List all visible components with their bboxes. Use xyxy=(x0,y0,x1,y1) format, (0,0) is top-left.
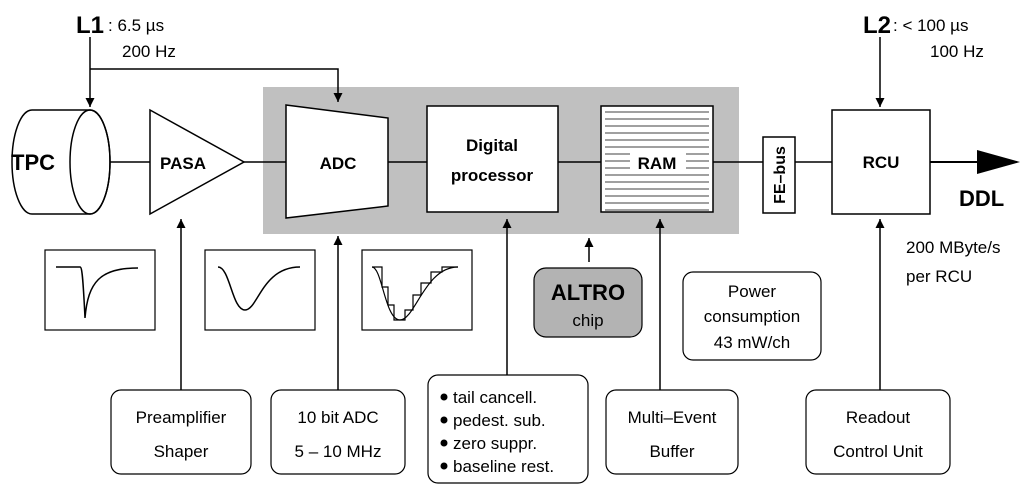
digital-processor-label-1: Digital xyxy=(466,136,518,155)
rcu-desc-line-1: Readout xyxy=(846,408,911,427)
shaped-waveform xyxy=(217,266,301,311)
l1-latency: : 6.5 µs xyxy=(108,16,164,35)
tpc-label: TPC xyxy=(11,150,55,175)
shaped-waveform-box xyxy=(204,249,316,331)
altro-sub-label: chip xyxy=(572,311,603,330)
bullet xyxy=(440,462,448,470)
bullet xyxy=(440,393,448,401)
altro-label: ALTRO xyxy=(551,280,625,305)
pulse-waveform xyxy=(56,266,139,319)
digitized-waveform-box xyxy=(361,249,473,331)
l2-rate: 100 Hz xyxy=(930,42,984,61)
power-line-1: Power xyxy=(728,282,777,301)
rcu-desc-box xyxy=(805,389,951,475)
processor-desc-item: baseline rest. xyxy=(453,457,554,476)
l2-label: L2 xyxy=(863,12,891,39)
power-line-3: 43 mW/ch xyxy=(714,333,791,352)
l1-label: L1 xyxy=(76,12,104,39)
pasa-block xyxy=(149,108,246,216)
adc-desc-line-1: 10 bit ADC xyxy=(297,408,378,427)
rcu-block xyxy=(831,109,931,215)
buffer-desc-box xyxy=(605,389,739,475)
adc-block xyxy=(285,104,389,219)
rcu-desc-line-2: Control Unit xyxy=(833,442,923,461)
ram-label: RAM xyxy=(638,154,677,173)
digitized-steps xyxy=(372,266,458,321)
adc-desc-line-2: 5 – 10 MHz xyxy=(295,442,382,461)
pasa-label: PASA xyxy=(160,154,206,173)
processor-desc-box xyxy=(427,374,589,484)
digital-processor-block xyxy=(426,105,559,213)
fe-bus-block xyxy=(762,136,796,214)
rcu-label: RCU xyxy=(863,153,900,172)
pasa-desc-line-1: Preamplifier xyxy=(136,408,227,427)
tpc-cylinder: TPC xyxy=(11,109,111,215)
pasa-desc-line-2: Shaper xyxy=(154,442,209,461)
l1-to-adc-line xyxy=(90,68,343,102)
pasa-desc-box xyxy=(110,389,252,475)
bullet xyxy=(440,439,448,447)
buffer-desc-line-1: Multi–Event xyxy=(628,408,717,427)
power-box xyxy=(682,271,822,361)
digital-processor-label-2: processor xyxy=(451,166,534,185)
processor-desc-item: tail cancell. xyxy=(453,388,537,407)
l1-rate: 200 Hz xyxy=(122,42,176,61)
power-line-2: consumption xyxy=(704,307,800,326)
ddl-label: DDL xyxy=(959,186,1004,211)
processor-desc-item: zero suppr. xyxy=(453,434,537,453)
ram-block: RAM xyxy=(600,105,714,213)
adc-label: ADC xyxy=(320,154,357,173)
ddl-arrowhead xyxy=(977,150,1020,174)
altro-chip-box xyxy=(533,267,643,338)
ddl-rate-line-2: per RCU xyxy=(906,267,972,286)
adc-desc-box xyxy=(270,389,406,475)
processor-desc-item: pedest. sub. xyxy=(453,411,546,430)
buffer-desc-line-2: Buffer xyxy=(649,442,694,461)
ddl-rate-line-1: 200 MByte/s xyxy=(906,238,1001,257)
pulse-waveform-box xyxy=(44,249,156,331)
fe-bus-label: FE–bus xyxy=(772,146,789,204)
l2-latency: : < 100 µs xyxy=(893,16,968,35)
bullet xyxy=(440,416,448,424)
